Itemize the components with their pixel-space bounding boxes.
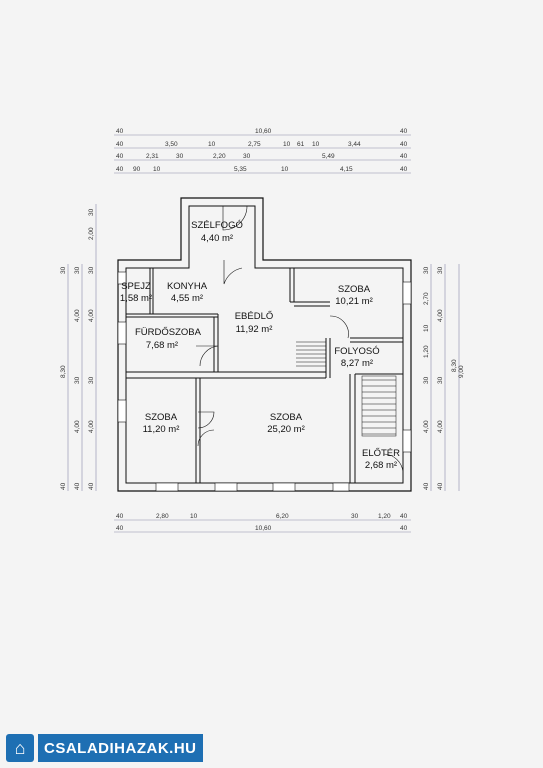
room-area: 25,20 m²: [267, 424, 305, 435]
dim-label: 10: [281, 166, 289, 173]
dim-label: 30: [74, 376, 81, 384]
site-logo[interactable]: ⌂ CSALADIHAZAK.HU: [6, 731, 203, 765]
dim-label: 6,20: [276, 513, 289, 520]
room-area: 8,27 m²: [341, 358, 373, 369]
bottom-dimension-labels: 40 2,80 10 6,20 30 1,20 40 40 10,60 40: [116, 513, 408, 532]
stairs: [296, 341, 397, 437]
dim-label: 10: [190, 513, 198, 520]
dim-label: 40: [400, 525, 408, 532]
dim-label: 30: [423, 376, 430, 384]
dim-label: 5,49: [322, 153, 335, 160]
dim-label: 10: [423, 324, 430, 332]
dim-label: 40: [400, 141, 408, 148]
dim-label: 40: [116, 141, 124, 148]
room-area: 11,20 m²: [143, 424, 180, 435]
dim-label: 4,00: [88, 309, 95, 322]
dim-label: 4,00: [88, 420, 95, 433]
dim-label: 40: [116, 128, 124, 135]
dim-label: 9,00: [458, 365, 465, 378]
dim-label: 2,20: [213, 153, 226, 160]
room-area: 2,68 m²: [365, 460, 397, 471]
dim-label: 8,30: [451, 359, 458, 372]
dim-label: 5,35: [234, 166, 247, 173]
room-name: FOLYOSÓ: [334, 346, 379, 357]
room-area: 7,68 m²: [146, 340, 178, 351]
room-area: 1,58 m²: [120, 293, 152, 304]
dim-label: 30: [176, 153, 184, 160]
doors: [196, 205, 404, 473]
dim-label: 30: [243, 153, 251, 160]
dim-label: 8,30: [60, 365, 67, 378]
dim-label: 40: [400, 166, 408, 173]
dim-label: 1,20: [423, 345, 430, 358]
dim-label: 30: [423, 266, 430, 274]
top-dimension-labels: 40 10,60 40 40 3,50 10 2,75 10 61 10 3,4…: [116, 128, 408, 173]
dim-label: 2,00: [88, 227, 95, 240]
dim-label: 2,75: [248, 141, 261, 148]
dim-label: 3,44: [348, 141, 361, 148]
dim-label: 40: [88, 482, 95, 490]
dim-label: 40: [400, 513, 408, 520]
dim-label: 40: [116, 166, 124, 173]
room-area: 11,92 m²: [236, 324, 273, 335]
room-name: ELŐTÉR: [362, 448, 400, 459]
dim-label: 40: [116, 153, 124, 160]
dim-label: 4,00: [423, 420, 430, 433]
dim-label: 40: [74, 482, 81, 490]
dim-label: 3,50: [165, 141, 178, 148]
dim-label: 10,60: [255, 525, 272, 532]
dim-label: 40: [400, 128, 408, 135]
dim-label: 30: [88, 266, 95, 274]
logo-text: CSALADIHAZAK.HU: [38, 734, 203, 762]
dim-label: 10: [208, 141, 216, 148]
top-dimensions: [67, 134, 460, 533]
dim-label: 40: [116, 525, 124, 532]
windows: [117, 271, 412, 492]
dim-label: 40: [437, 482, 444, 490]
room-labels: SZÉLFOGÓ 4,40 m² SPEJZ 1,58 m² KONYHA 4,…: [120, 220, 400, 471]
room-area: 10,21 m²: [335, 296, 373, 307]
room-name: SZOBA: [145, 412, 178, 423]
dim-label: 40: [116, 513, 124, 520]
dim-label: 1,20: [378, 513, 391, 520]
room-name: SPEJZ: [121, 281, 151, 292]
dim-label: 2,80: [156, 513, 169, 520]
dim-label: 4,00: [74, 309, 81, 322]
room-name: SZOBA: [338, 284, 371, 295]
left-dimension-labels: 30 2,00 30 30 4,00 30 4,00 40 4,00 30 4,…: [60, 208, 95, 490]
room-name: KONYHA: [167, 281, 208, 292]
dim-label: 30: [88, 376, 95, 384]
dim-label: 4,15: [340, 166, 353, 173]
room-name: SZOBA: [270, 412, 303, 423]
dim-label: 40: [60, 482, 67, 490]
dim-label: 10: [153, 166, 161, 173]
dim-label: 30: [88, 208, 95, 216]
room-area: 4,40 m²: [201, 233, 233, 244]
right-dimension-labels: 30 4,00 30 4,00 40 30 2,70 10 1,20 30 4,…: [423, 266, 465, 490]
dim-label: 40: [423, 482, 430, 490]
dim-label: 30: [60, 266, 67, 274]
dim-label: 30: [74, 266, 81, 274]
dim-label: 30: [351, 513, 359, 520]
dim-label: 10,60: [255, 128, 272, 135]
dim-label: 90: [133, 166, 141, 173]
house-icon: ⌂: [6, 734, 34, 762]
dim-label: 2,31: [146, 153, 159, 160]
dim-label: 30: [437, 376, 444, 384]
dim-label: 4,00: [437, 420, 444, 433]
dim-label: 61: [297, 141, 305, 148]
room-area: 4,55 m²: [171, 293, 203, 304]
dim-label: 4,00: [437, 309, 444, 322]
dim-label: 30: [437, 266, 444, 274]
dim-label: 4,00: [74, 420, 81, 433]
room-name: FÜRDŐSZOBA: [135, 327, 202, 338]
dim-label: 2,70: [423, 292, 430, 305]
dim-label: 10: [283, 141, 291, 148]
room-name: SZÉLFOGÓ: [191, 220, 243, 231]
dim-label: 40: [400, 153, 408, 160]
room-name: EBÉDLŐ: [235, 311, 274, 322]
dim-label: 10: [312, 141, 320, 148]
